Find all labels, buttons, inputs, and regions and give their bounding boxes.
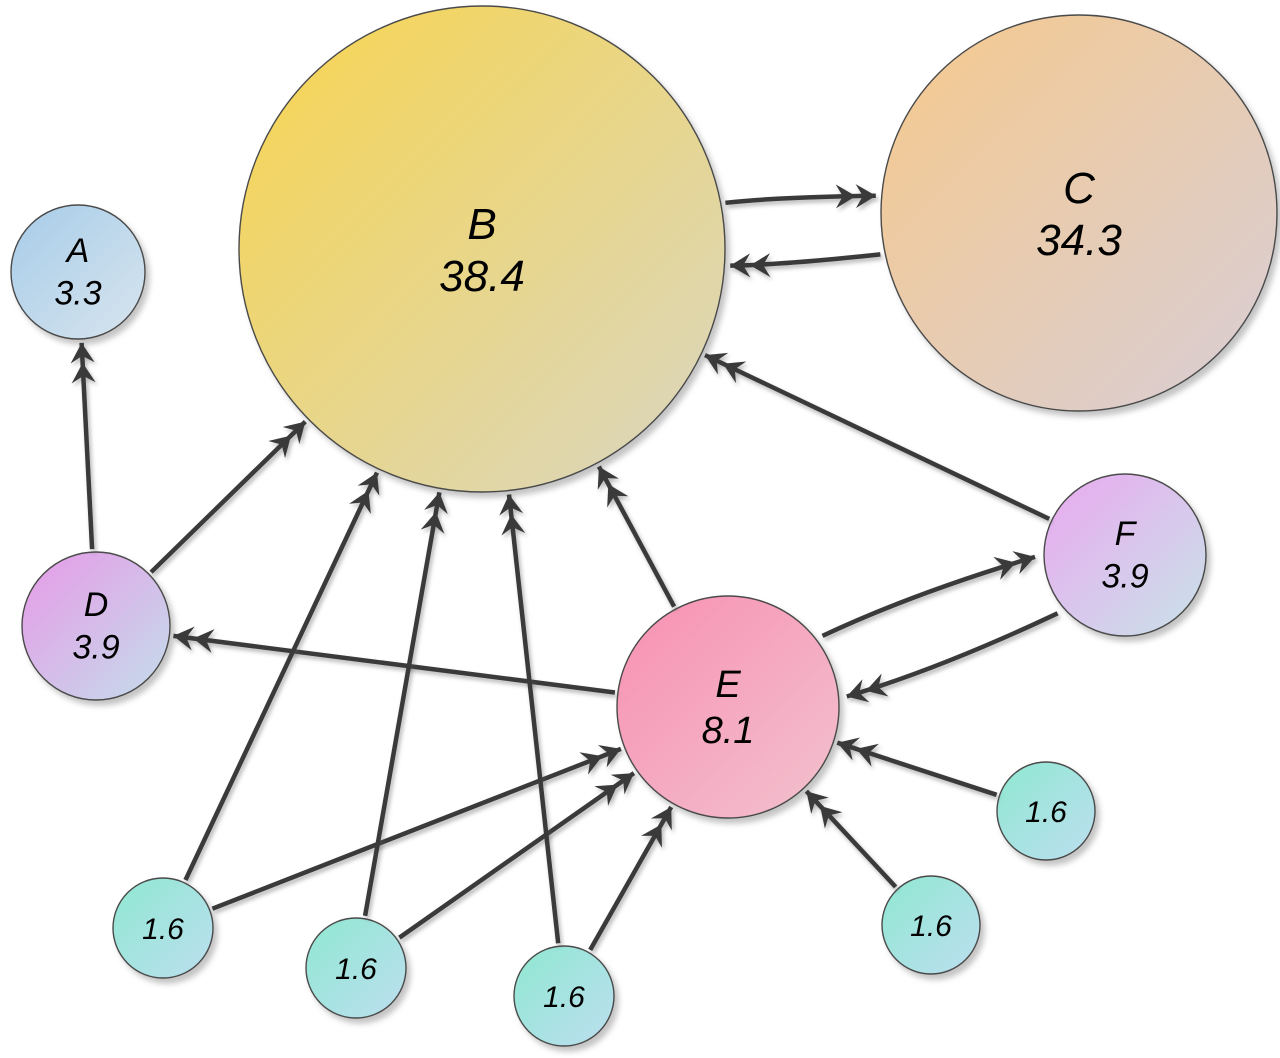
edge-E-to-B [596,465,677,608]
node-s5-circle [996,761,1096,861]
edge-s1-to-E [211,745,622,911]
node-s2: 1.6 [305,917,407,1019]
node-s3: 1.6 [513,945,615,1047]
node-s3-value: 1.6 [543,981,585,1014]
edge-s4-to-E [804,789,898,889]
node-B-value: 38.4 [439,252,525,301]
node-s5-value: 1.6 [1025,796,1067,829]
node-s4-value: 1.6 [910,910,952,943]
node-s1: 1.6 [112,877,214,979]
node-B-circle [238,5,726,493]
edge-s3-to-E [588,805,674,952]
edge-F-to-B [704,352,1051,521]
edge-F-to-E [846,611,1059,703]
node-B-label: B [467,200,496,249]
edge-s5-to-E [836,737,998,797]
node-D-circle [21,551,171,701]
node-F: F 3.9 [1043,473,1207,637]
node-s1-value: 1.6 [142,913,184,946]
edge-s2-to-E [398,771,636,940]
node-C-circle [880,14,1278,412]
node-C-value: 34.3 [1036,216,1122,265]
node-s4-circle [881,875,981,975]
node-F-label: F [1115,515,1138,553]
node-F-circle [1043,473,1207,637]
node-s2-circle [305,917,407,1019]
node-s1-circle [112,877,214,979]
node-s4: 1.6 [881,875,981,975]
node-A-circle [10,204,146,340]
node-E-circle [616,595,840,819]
edge-s3-to-B [499,494,561,944]
edge-E-to-D [173,626,616,695]
node-A-value: 3.3 [54,274,101,312]
node-E-label: E [715,664,741,706]
edge-s1-to-B [183,471,380,881]
node-s3-circle [513,945,615,1047]
node-E: E8.1 [616,595,840,819]
edge-D-to-A [70,342,96,550]
node-A: A 3.3 [10,204,146,340]
node-D: D 3.9 [21,551,171,701]
node-s2-value: 1.6 [335,953,377,986]
node-D-value: 3.9 [72,628,119,666]
edge-C-to-B [730,252,881,278]
node-B: B38.4 [238,5,726,493]
node-F-value: 3.9 [1101,557,1148,595]
node-C-label: C [1063,164,1096,213]
edge-E-to-F [821,551,1036,638]
node-E-value: 8.1 [702,710,755,752]
node-C: C34.3 [880,14,1278,412]
node-D-label: D [84,586,109,624]
node-s5: 1.6 [996,761,1096,861]
edge-D-to-B [149,419,307,574]
node-A-label: A [65,232,90,270]
edge-s2-to-B [362,491,448,917]
edge-B-to-C [725,184,876,209]
